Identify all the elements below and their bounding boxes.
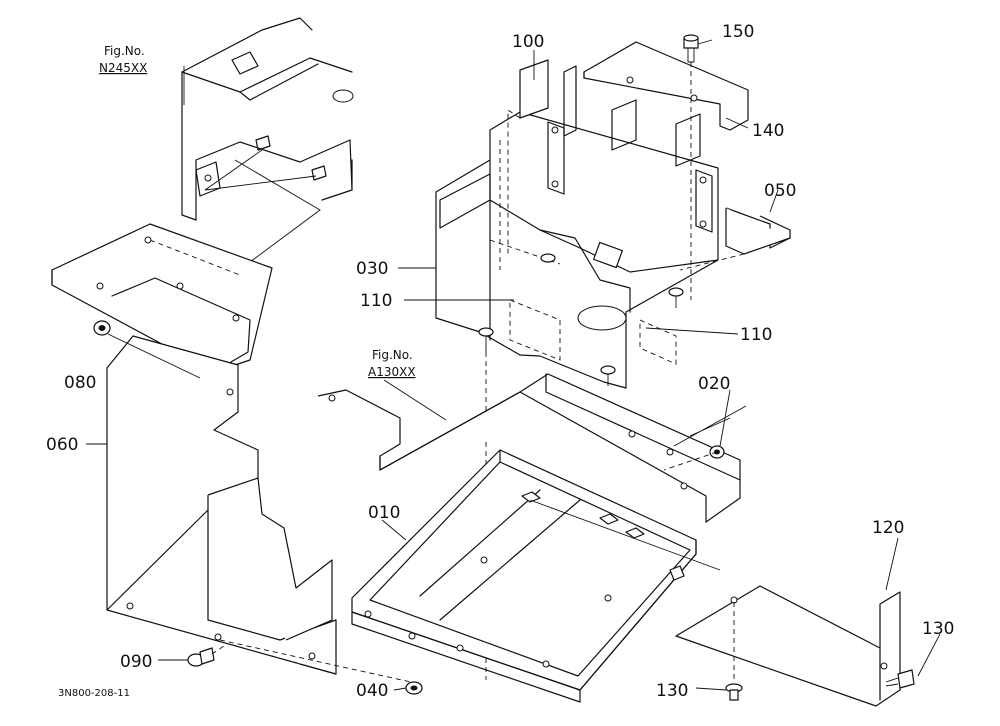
plate-100	[507, 59, 549, 255]
label-080: 080	[64, 373, 96, 393]
label-050: 050	[764, 181, 796, 201]
bolt-150	[683, 34, 699, 300]
bracket-050	[679, 207, 791, 271]
label-060: 060	[46, 435, 78, 455]
nut-080	[93, 320, 201, 379]
battery-holder-rods	[563, 65, 701, 167]
frame-bracket-n245	[181, 17, 354, 263]
drawing-code: 3N800-208-11	[58, 688, 130, 699]
label-040: 040	[356, 681, 388, 701]
label-130-bottom: 130	[656, 681, 688, 701]
frame-a130	[317, 373, 747, 523]
deck-plate	[51, 223, 273, 373]
label-110-right: 110	[740, 325, 772, 345]
fig-ref-code-n245: N245XX	[99, 61, 147, 75]
label-100: 100	[512, 32, 544, 52]
battery-box-030	[435, 111, 719, 680]
label-110-left: 110	[360, 291, 392, 311]
battery-tray-010	[351, 449, 721, 703]
fig-ref-label-1: Fig.No.	[104, 44, 145, 58]
leader-lines	[86, 39, 941, 691]
bolt-130-side	[885, 669, 915, 689]
fig-ref-code-a130: A130XX	[368, 365, 416, 379]
label-150: 150	[722, 22, 754, 42]
bracket-120	[675, 585, 901, 707]
bolt-130-bottom	[725, 683, 743, 701]
label-120: 120	[872, 518, 904, 538]
nut-020	[663, 445, 725, 471]
cover-140	[583, 41, 749, 131]
label-130-side: 130	[922, 619, 954, 639]
label-140: 140	[752, 121, 784, 141]
side-cover-060	[106, 335, 421, 685]
label-010: 010	[368, 503, 400, 523]
label-020: 020	[698, 374, 730, 394]
label-030: 030	[356, 259, 388, 279]
label-090: 090	[120, 652, 152, 672]
fig-ref-label-2: Fig.No.	[372, 348, 413, 362]
nut-040	[405, 681, 423, 695]
bolt-090	[187, 645, 225, 667]
